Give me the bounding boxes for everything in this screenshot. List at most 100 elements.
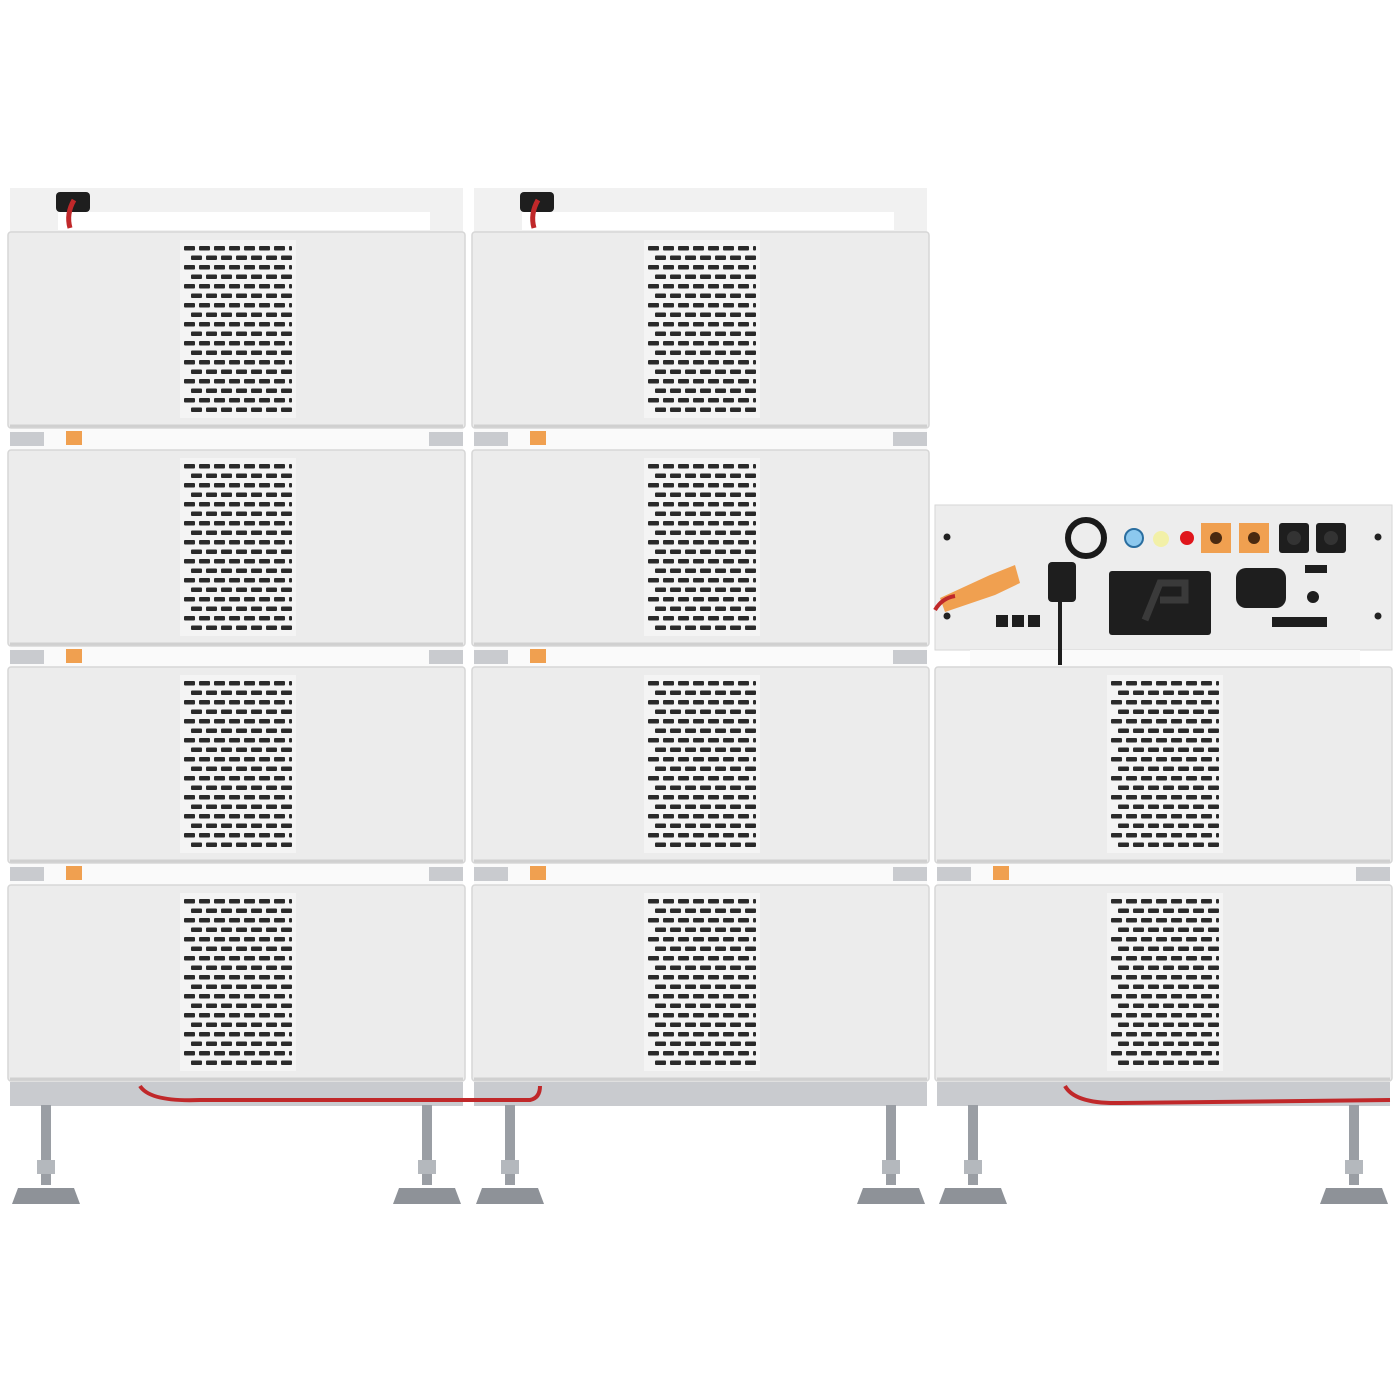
vent-slot <box>221 1060 232 1065</box>
vent-slot <box>745 587 756 592</box>
vent-slot <box>1126 918 1137 923</box>
vent-slot <box>214 559 225 564</box>
vent-slot <box>723 833 734 838</box>
vent-slot <box>1111 681 1122 686</box>
vent-slot <box>678 757 689 762</box>
vent-slot <box>251 293 262 298</box>
vent-slot <box>206 690 217 695</box>
vent-slot <box>708 700 719 705</box>
vent-slot <box>1216 899 1219 904</box>
vent-slot <box>1193 1022 1204 1027</box>
vent-slot <box>708 502 719 507</box>
red-cable <box>933 594 956 612</box>
vent-slot <box>259 265 270 270</box>
vent-slot <box>700 709 711 714</box>
vent-slot <box>715 255 726 260</box>
vent-slot <box>1193 1041 1204 1046</box>
vent-slot <box>251 312 262 317</box>
vent-slot <box>1133 1003 1144 1008</box>
vent-slot <box>1111 738 1122 743</box>
vent-slot <box>266 388 277 393</box>
vent-slot <box>244 757 255 762</box>
vent-slot <box>251 274 262 279</box>
vent-slot <box>670 1003 681 1008</box>
vent-slot <box>274 776 285 781</box>
vent-slot <box>1126 681 1137 686</box>
red-indicator-icon <box>1180 531 1194 545</box>
vent-slot <box>715 549 726 554</box>
vent-slot <box>678 540 689 545</box>
vent-slot <box>1141 814 1152 819</box>
vent-slot <box>648 265 659 270</box>
vent-slot <box>1148 766 1159 771</box>
vent-slot <box>678 700 689 705</box>
vent-slot <box>708 681 719 686</box>
vent-slot <box>670 312 681 317</box>
vent-slot <box>1171 719 1182 724</box>
vent-slot <box>663 559 674 564</box>
power-ring-icon <box>1065 517 1107 559</box>
vent-slot <box>678 719 689 724</box>
vent-slot <box>274 379 285 384</box>
vent-slot <box>655 369 666 374</box>
vent-slot <box>715 587 726 592</box>
vent-slot <box>700 842 711 847</box>
vent-slot <box>1193 842 1204 847</box>
battery-module <box>471 231 930 429</box>
vent-slot <box>184 303 195 308</box>
vent-slot <box>700 293 711 298</box>
vent-slot <box>700 908 711 913</box>
vent-slot <box>730 728 741 733</box>
vent-slot <box>1126 899 1137 904</box>
vent-slot <box>738 341 749 346</box>
vent-slot <box>723 597 734 602</box>
vent-slot <box>1156 899 1167 904</box>
vent-slot <box>1148 728 1159 733</box>
vent-slot <box>1178 946 1189 951</box>
vent-slot <box>289 578 292 583</box>
vent-slot <box>693 1032 704 1037</box>
vent-slot <box>199 246 210 251</box>
screw-icon <box>1374 612 1382 620</box>
vent-slot <box>191 804 202 809</box>
vent-slot <box>1186 757 1197 762</box>
vent-slot <box>663 681 674 686</box>
vent-slot <box>266 587 277 592</box>
vent-slot <box>1208 946 1219 951</box>
vent-slot <box>259 738 270 743</box>
vent-slot <box>1216 795 1219 800</box>
vent-slot <box>1156 814 1167 819</box>
vent-slot <box>1133 785 1144 790</box>
vent-slot <box>1148 908 1159 913</box>
vent-slot <box>199 521 210 526</box>
vent-slot <box>1133 946 1144 951</box>
vent-slot <box>1111 956 1122 961</box>
vent-slot <box>266 1060 277 1065</box>
vent-slot <box>229 398 240 403</box>
vent-slot <box>678 994 689 999</box>
vent-slot <box>670 388 681 393</box>
vent-slot <box>753 1013 756 1018</box>
vent-slot <box>738 899 749 904</box>
vent-slot <box>708 322 719 327</box>
vent-slot <box>281 549 292 554</box>
vent-slot <box>1178 785 1189 790</box>
vent-slot <box>229 578 240 583</box>
vent-slot <box>753 502 756 507</box>
vent-slot <box>685 946 696 951</box>
vent-slot <box>1216 1013 1219 1018</box>
vent-slot <box>229 265 240 270</box>
vent-slot <box>1148 842 1159 847</box>
vent-slot <box>753 937 756 942</box>
vent-slot <box>708 956 719 961</box>
vent-slot <box>738 540 749 545</box>
vent-slot <box>199 719 210 724</box>
vent-slot <box>745 388 756 393</box>
vent-slot <box>281 690 292 695</box>
vent-slot <box>289 1032 292 1037</box>
vent-slot <box>229 776 240 781</box>
vent-slot <box>221 747 232 752</box>
vent-slot <box>221 530 232 535</box>
leg-foot <box>476 1188 544 1204</box>
vent-slot <box>1133 747 1144 752</box>
